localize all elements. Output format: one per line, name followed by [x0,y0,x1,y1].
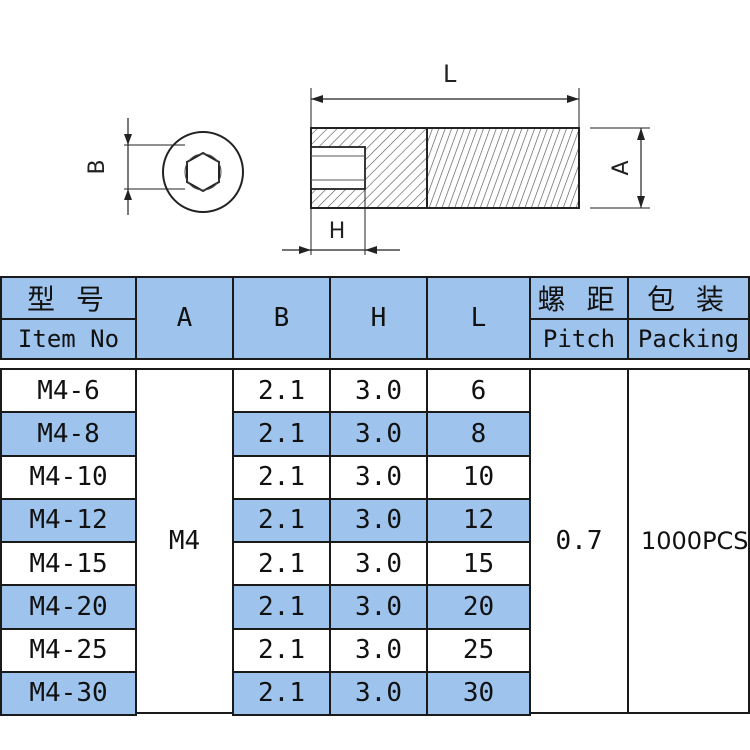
cell-l: 12 [426,497,531,543]
cell-b: 2.1 [232,670,331,716]
cell-b: 2.1 [232,454,331,500]
cell-h: 3.0 [329,411,428,457]
cell-h: 3.0 [329,368,428,414]
cell-b: 2.1 [232,627,331,673]
cell-h: 3.0 [329,497,428,543]
cell-item: M4-20 [0,584,137,630]
end-view [124,118,244,215]
cell-b: 2.1 [232,497,331,543]
side-view [282,88,650,255]
cell-h: 3.0 [329,627,428,673]
cell-item: M4-12 [0,497,137,543]
cell-l: 10 [426,454,531,500]
header-h: H [329,276,428,360]
header-item-cn: 型 号 [0,276,137,320]
dim-label-B: B [85,159,110,174]
cell-item: M4-10 [0,454,137,500]
cell-item: M4-30 [0,670,137,716]
spec-table: 型 号 Item No A B H L 螺 距 Pitch 包 装 Packin… [0,268,750,750]
cell-b: 2.1 [232,368,331,414]
cell-item: M4-15 [0,541,137,587]
header-l: L [426,276,531,360]
cell-b: 2.1 [232,411,331,457]
cell-a-merged: M4 [135,368,234,714]
header-item-en: Item No [0,318,137,360]
cell-l: 8 [426,411,531,457]
dim-label-L: L [443,60,457,88]
cell-l: 30 [426,670,531,716]
cell-l: 6 [426,368,531,414]
cell-item: M4-8 [0,411,137,457]
cell-b: 2.1 [232,584,331,630]
cell-pitch-merged: 0.7 [529,368,629,714]
cell-b: 2.1 [232,541,331,587]
dim-label-A: A [609,160,634,175]
cell-item: M4-6 [0,368,137,414]
technical-drawing: L A B H [85,60,650,255]
header-b: B [232,276,331,360]
header-pitch-cn: 螺 距 [529,276,629,320]
cell-h: 3.0 [329,454,428,500]
cell-item: M4-25 [0,627,137,673]
header-a: A [135,276,234,360]
cell-h: 3.0 [329,584,428,630]
cell-h: 3.0 [329,670,428,716]
dim-label-H: H [329,219,346,244]
cell-l: 25 [426,627,531,673]
cell-h: 3.0 [329,541,428,587]
cell-packing-merged: 1000PCS [627,368,750,714]
cell-l: 20 [426,584,531,630]
cell-l: 15 [426,541,531,587]
header-pack-en: Packing [627,318,750,360]
header-pitch-en: Pitch [529,318,629,360]
header-pack-cn: 包 装 [627,276,750,320]
